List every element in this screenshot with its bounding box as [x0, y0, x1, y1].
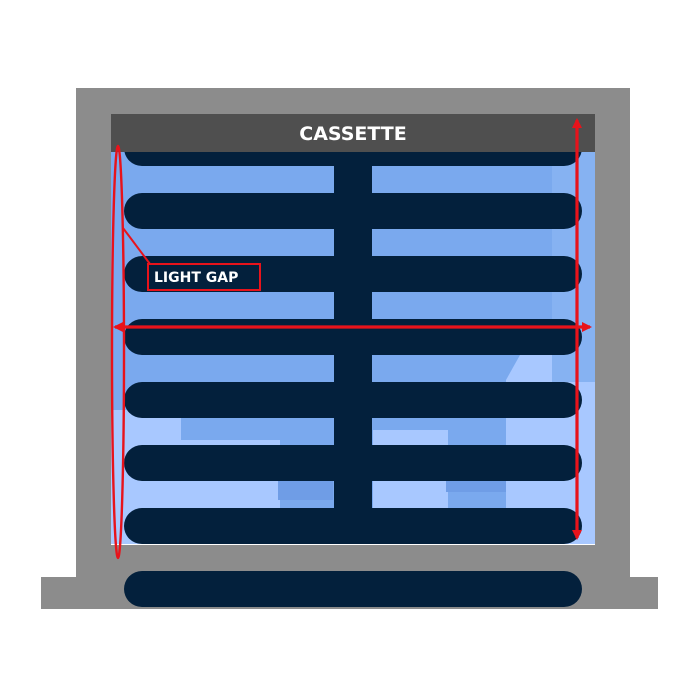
light-gap-leader [122, 227, 151, 265]
cassette-label: CASSETTE [299, 123, 406, 145]
slat [124, 571, 582, 607]
cassette: CASSETTE [111, 114, 595, 152]
slat [124, 508, 582, 544]
light-gap-oval [110, 144, 126, 560]
slat [124, 319, 582, 355]
light-gap-callout: LIGHT GAP [147, 263, 261, 291]
slat [124, 382, 582, 418]
slat [124, 193, 582, 229]
slat [124, 445, 582, 481]
light-gap-label: LIGHT GAP [154, 270, 238, 286]
